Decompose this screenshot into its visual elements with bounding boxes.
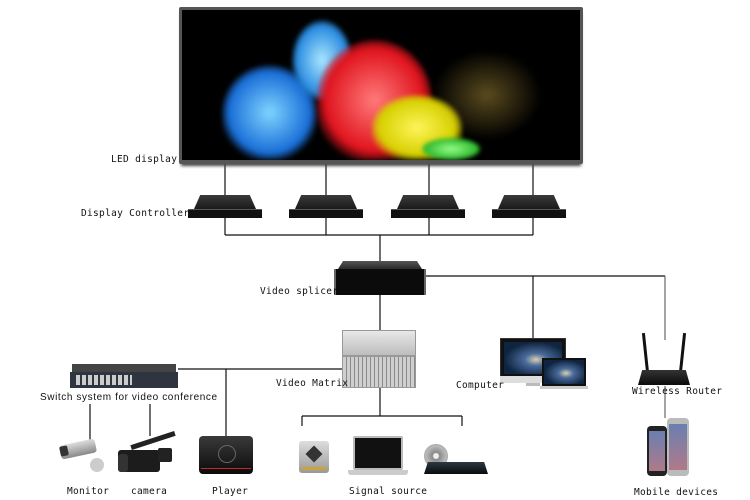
label-video-splicer: Video splicer: [260, 286, 339, 297]
display-controller-4: [492, 195, 566, 219]
label-camera: camera: [131, 486, 168, 497]
label-player: Player: [212, 486, 249, 497]
video-splicer: [334, 261, 426, 295]
display-controller-1: [188, 195, 262, 219]
conference-switch: [70, 364, 178, 390]
computer-laptop-icon: [540, 358, 588, 390]
dvd-player-icon: [424, 444, 488, 478]
label-mobile-devices: Mobile devices: [634, 487, 719, 498]
video-matrix: [342, 330, 416, 388]
led-display: [179, 7, 583, 164]
label-switch-system: Switch system for video conference: [40, 392, 218, 403]
label-display-controller: Display Controller: [81, 208, 190, 219]
video-camera-icon: [118, 430, 178, 476]
wireless-router-icon: [638, 332, 690, 387]
label-video-matrix: Video Matrix: [276, 378, 349, 389]
display-controller-3: [391, 195, 465, 219]
hard-drive-icon: [299, 441, 329, 473]
media-player-icon: [199, 436, 253, 474]
label-wireless-router: Wireless Router: [632, 386, 723, 397]
mobile-devices-icon: [647, 418, 689, 478]
laptop-icon: [348, 436, 408, 478]
label-led-display: LED display: [111, 154, 178, 165]
display-controller-2: [289, 195, 363, 219]
security-camera-icon: [58, 438, 108, 476]
led-screen-image: [182, 10, 580, 160]
label-monitor: Monitor: [67, 486, 110, 497]
label-signal-source: Signal source: [349, 486, 428, 497]
label-computer: Computer: [456, 380, 505, 391]
